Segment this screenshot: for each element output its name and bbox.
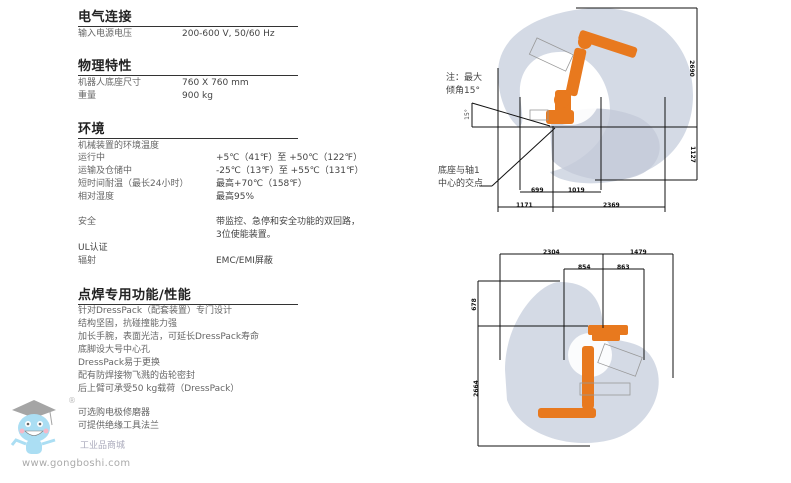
spec-value: 最高95% [216,192,255,202]
dim-inner-right: 1019 [568,187,585,194]
section-divider [78,304,298,305]
dim-top-left: 2304 [543,249,560,256]
spec-value: 带监控、急停和安全功能的双回路， [216,217,361,227]
ul-label: UL认证 [78,243,108,253]
feature-item: 结构坚固，抗碰撞能力强 [78,319,178,329]
spec-value: 760 X 760 mm [182,78,249,88]
dim-top-right: 1479 [630,249,647,256]
spec-label: 重量 [78,91,97,101]
robot-arm-icon [546,30,638,124]
feature-item: DressPack易于更换 [78,358,161,368]
spec-value: +5℃（41℉）至 +50℃（122℉） [216,153,363,163]
spec-label: 相对湿度 [78,192,115,202]
spec-label: 运输及仓储中 [78,166,133,176]
registered-mark: ® [68,396,76,405]
spec-label: 运行中 [78,153,106,163]
spec-label: 短时间耐温（最长24小时） [78,179,189,189]
base-note-line2: 中心的交点 [438,179,484,189]
dim-height-upper: 2690 [687,60,695,77]
section-electrical: 电气连接 [78,9,298,26]
tilt-note-line2: 倾角15° [446,86,480,96]
spec-value: 900 kg [182,91,213,101]
dim-outer-left: 1171 [516,202,533,209]
feature-item: 底脚设大号中心孔 [78,345,151,355]
section-environment: 环境 [78,121,298,138]
spec-label: 输入电源电压 [78,29,133,39]
tilt-angle-label: 15° [463,109,471,120]
spec-label: 机器人底座尺寸 [78,78,142,88]
dim-inner-left: 699 [531,187,544,194]
bottom-diagram [477,253,674,447]
spec-value: EMC/EMI屏蔽 [216,256,273,266]
feature-item: 可提供绝缘工具法兰 [78,421,160,431]
section-physical: 物理特性 [78,58,298,75]
feature-item: 针对DressPack（配套装置）专门设计 [78,306,233,316]
section-title: 环境 [78,122,106,137]
dim-height-lower: 1127 [688,146,696,163]
spec-label: 辐射 [78,256,97,266]
section-title: 点焊专用功能/性能 [78,288,192,303]
section-title: 物理特性 [78,59,133,74]
mascot-icon [10,400,56,454]
section-divider [78,138,298,139]
feature-item: 配有防焊接物飞溅的齿轮密封 [78,371,196,381]
spec-value: 3位使能装置。 [216,230,276,240]
spec-value: 最高+70℃（158℉） [216,179,307,189]
spec-value: 200-600 V, 50/60 Hz [182,29,275,39]
dim-inner-right: 863 [617,264,630,271]
top-diagram [471,7,698,212]
spec-value: -25℃（13℉）至 +55℃（131℉） [216,166,364,176]
section-divider [78,26,298,27]
watermark-url: www.gongboshi.com [22,458,131,469]
feature-item: 可选购电极修磨器 [78,408,151,418]
tilt-note-line1: 注：最大 [446,73,483,83]
base-note-line1: 底座与轴1 [438,166,480,176]
section-divider [78,75,298,76]
feature-item: 后上臂可承受50 kg载荷（DressPack） [78,384,240,394]
section-spot-welding: 点焊专用功能/性能 [78,287,298,304]
spec-label: 安全 [78,217,97,227]
watermark-shop: 工业品商城 [80,441,126,451]
dim-outer-right: 2369 [603,202,620,209]
feature-item: 加长手腕，表面光洁，可延长DressPack寿命 [78,332,260,342]
env-subheading: 机械装置的环境温度 [78,141,160,151]
dim-height-lower: 2664 [472,380,480,397]
dim-height-upper: 678 [470,298,478,311]
dim-inner-left: 854 [578,264,591,271]
robot-arm-icon [538,325,628,418]
section-title: 电气连接 [78,10,133,25]
